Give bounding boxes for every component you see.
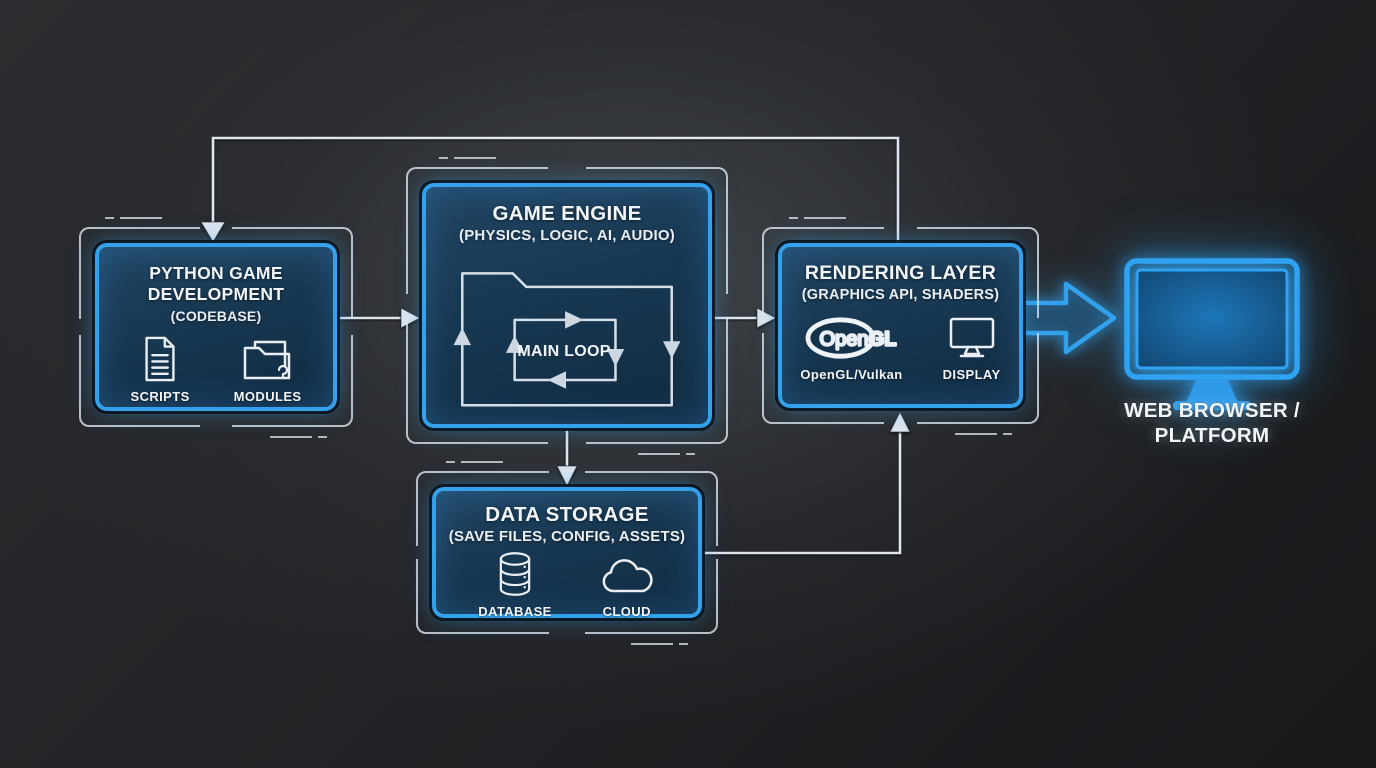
scripts-item: SCRIPTS: [131, 336, 190, 404]
main-loop-folder-icon: MAIN LOOP: [453, 272, 681, 407]
cloud-item: CLOUD: [598, 557, 656, 619]
node-title: DATA STORAGE: [485, 503, 649, 526]
node-data-storage: DATA STORAGE (SAVE FILES, CONFIG, ASSETS…: [429, 484, 705, 621]
database-label: DATABASE: [478, 604, 552, 619]
node-python-game-development: PYTHON GAME DEVELOPMENT (CODEBASE) SCRIP…: [92, 240, 340, 414]
display-item: DISPLAY: [943, 316, 1001, 382]
python-to-engine-arrowhead-icon: [400, 307, 422, 329]
storage-to-render-line: [704, 432, 902, 555]
render-to-platform-arrow-icon: [1020, 281, 1117, 355]
display-icon: [949, 317, 994, 358]
node-title: GAME ENGINE: [492, 202, 642, 225]
opengl-text-gl: GL: [868, 328, 896, 350]
node-title: RENDERING LAYER: [804, 262, 997, 284]
opengl-text-open: Open: [819, 328, 868, 350]
opengl-item: OpenGL OpenGL/Vulkan: [800, 316, 902, 382]
platform-label: WEB BROWSER / PLATFORM: [1124, 399, 1300, 447]
modules-item: MODULES: [234, 336, 302, 404]
engine-to-render-arrowhead-icon: [756, 307, 778, 329]
node-subtitle: (GRAPHICS API, SHADERS): [801, 286, 1000, 303]
feedback-arrowhead-icon: [200, 221, 226, 243]
opengl-logo: OpenGL: [805, 317, 897, 359]
engine-to-storage-arrowhead-icon: [556, 465, 578, 488]
storage-to-render-arrowhead-icon: [889, 410, 911, 433]
database-item: DATABASE: [478, 551, 552, 619]
feedback-line: [211, 136, 900, 243]
node-subtitle: (PHYSICS, LOGIC, AI, AUDIO): [459, 227, 675, 244]
display-label: DISPLAY: [942, 366, 1001, 382]
node-subtitle: (CODEBASE): [170, 307, 262, 324]
document-icon: [145, 336, 175, 381]
cloud-label: CLOUD: [602, 604, 651, 619]
main-loop-label: MAIN LOOP: [517, 343, 610, 360]
modules-label: MODULES: [233, 388, 302, 404]
node-subtitle: (SAVE FILES, CONFIG, ASSETS): [448, 528, 686, 545]
node-rendering-layer: RENDERING LAYER (GRAPHICS API, SHADERS) …: [775, 240, 1026, 411]
opengl-vulkan-label: OpenGL/Vulkan: [800, 366, 903, 382]
folders-icon: [243, 340, 290, 379]
database-icon: [499, 552, 531, 596]
scripts-label: SCRIPTS: [130, 388, 190, 404]
node-title: PYTHON GAME DEVELOPMENT: [147, 263, 285, 305]
monitor-icon: [1122, 256, 1302, 419]
node-game-engine: GAME ENGINE (PHYSICS, LOGIC, AI, AUDIO) …: [419, 180, 715, 431]
svg-text:OpenGL: OpenGL: [819, 328, 896, 350]
cloud-icon: [602, 559, 653, 593]
